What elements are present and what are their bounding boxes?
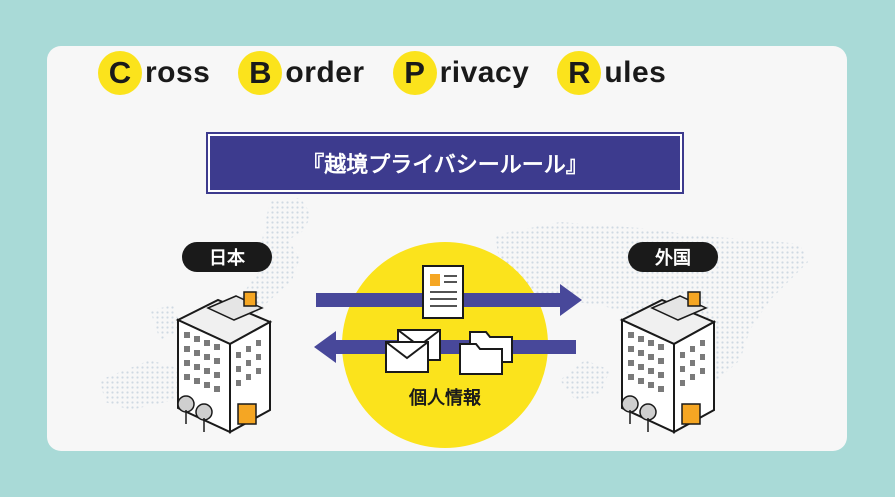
title-word-privacy: P rivacy — [392, 51, 530, 95]
folder-icon — [459, 331, 513, 375]
japan-map — [100, 198, 312, 410]
envelope-icon — [385, 329, 441, 373]
foreign-label: 外国 — [628, 242, 718, 272]
title-word-rules: R ules — [557, 51, 666, 95]
title-rest: ross — [145, 56, 211, 89]
title-rest: order — [285, 56, 365, 89]
title-initial: P — [392, 51, 437, 95]
title-word-border: B order — [238, 51, 364, 95]
tree-icon — [621, 395, 657, 432]
building-icon — [619, 291, 717, 434]
title-initial: C — [98, 51, 142, 95]
title-initial: B — [238, 51, 283, 95]
personal-info-label: 個人情報 — [409, 388, 481, 408]
title-rest: rivacy — [439, 56, 530, 89]
tree-icon — [177, 395, 213, 432]
document-icon — [422, 265, 464, 319]
page-title: C ross B order P rivacy R ules — [98, 50, 666, 96]
subtitle-banner: 『越境プライバシールール』 — [206, 132, 684, 194]
title-initial: R — [557, 51, 602, 95]
title-word-cross: C ross — [98, 51, 210, 95]
title-rest: ules — [604, 56, 667, 89]
japan-label: 日本 — [182, 242, 272, 272]
